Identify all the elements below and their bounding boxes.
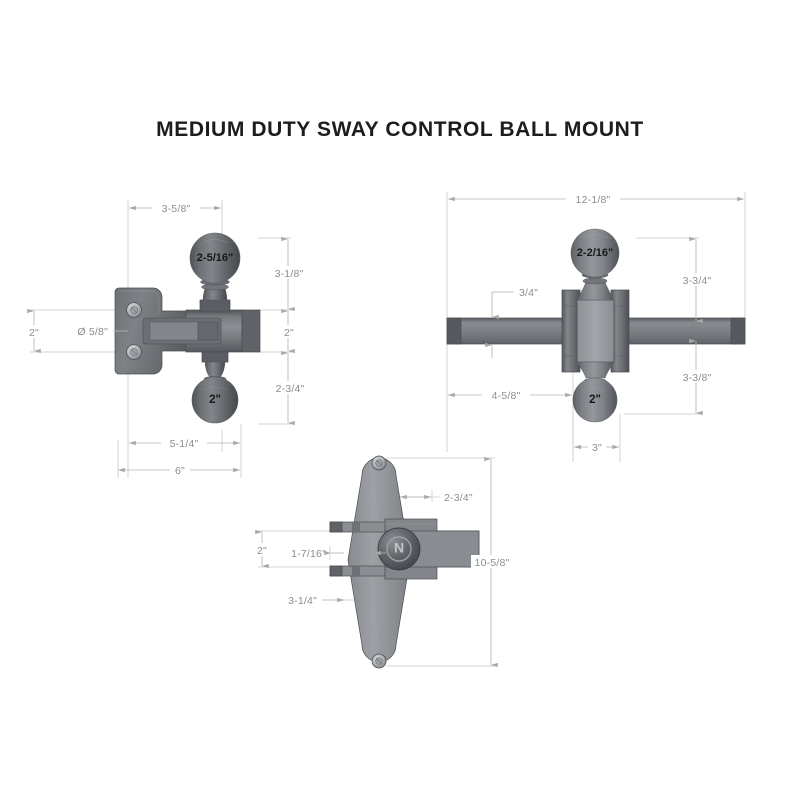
top-dim-2-label: 2" [257,545,267,557]
side-shank-body [142,309,261,353]
front-dim-3-3-8-label: 3-3/8" [683,372,712,384]
front-extension-lines [446,192,746,462]
side-upper-ball: 2-5/16" [189,232,241,313]
page-title: MEDIUM DUTY SWAY CONTROL BALL MOUNT [156,118,644,141]
side-dimension-3-5-8: 3-5/8" [129,201,221,215]
side-dim-6-label: 6" [175,465,185,477]
top-dimension-2-3-4: 2-3/4" [400,492,473,504]
side-dim-3-5-8-label: 3-5/8" [162,203,191,215]
top-dim-10-5-8-label: 10-5/8" [475,557,510,569]
side-elevation-view: 2-5/16" 2" 3-5/8" 3-1/8" [26,200,306,478]
side-dimension-2-left: 2" [26,308,42,354]
side-lower-ball-label: 2" [209,394,221,406]
front-dim-4-5-8-label: 4-5/8" [492,390,521,402]
side-dimension-2-right: 2" [281,308,297,354]
side-dimension-diameter-5-8: Ø 5/8" [77,326,128,338]
top-plan-view: N 2-3/4" 10-5/8" 2" 1-7/16" [254,455,513,669]
top-dimension-2: 2" [254,529,270,569]
front-lower-ball: 2" [572,377,618,423]
front-dim-3-3-4-label: 3-3/4" [683,275,712,287]
top-dim-3-1-4-label: 3-1/4" [288,595,317,607]
side-dim-5-1-4-label: 5-1/4" [170,438,199,450]
front-dim-3-label: 3" [592,442,602,454]
top-dimension-1-7-16: 1-7/16" [291,548,386,560]
front-elevation-view: 2-2/16" 2" 12-1/8" 3-3/4" [446,192,746,462]
front-upper-ball-label: 2-2/16" [577,247,613,259]
front-upper-ball: 2-2/16" [570,228,620,285]
front-dimension-12-1-8: 12-1/8" [448,192,744,206]
front-center-body [576,281,615,379]
bracket-bolt-hole-bottom [371,653,387,669]
side-lower-ball: 2" [191,351,239,424]
side-dim-3-1-8-label: 3-1/8" [275,268,304,280]
front-dim-3-4-label: 3/4" [519,287,538,299]
bracket-bolt-hole-top [371,455,387,471]
front-dimension-3-4-thickness: 3/4" [485,287,538,358]
top-dimension-3-1-4: 3-1/4" [288,595,344,607]
front-dimension-3-3-8: 3-3/8" [681,338,713,416]
front-lower-ball-label: 2" [589,394,601,406]
top-dim-2-3-4-label: 2-3/4" [444,492,473,504]
top-dimension-10-5-8: 10-5/8" [471,456,513,668]
front-dimension-4-5-8: 4-5/8" [448,388,572,402]
plate-bolt-hole-lower [126,344,142,360]
side-dimension-6: 6" [118,463,240,477]
lock-pin: N [377,527,421,571]
lock-pin-logo-icon: N [394,540,404,556]
side-dim-diameter-label: Ø 5/8" [77,326,108,338]
top-dim-1-7-16-label: 1-7/16" [291,548,326,560]
clamp-arm-upper [329,521,389,533]
plate-bolt-hole-upper [126,302,142,318]
side-dimension-5-1-4: 5-1/4" [129,436,240,450]
front-dim-12-1-8-label: 12-1/8" [576,194,611,206]
front-dimension-3-3-4: 3-3/4" [681,236,713,324]
front-dimension-3: 3" [574,440,619,454]
side-dim-2-right-label: 2" [284,327,294,339]
side-dimension-2-3-4: 2-3/4" [274,350,306,426]
side-upper-ball-label: 2-5/16" [197,252,233,264]
side-dimension-3-1-8: 3-1/8" [274,236,304,312]
side-dim-2-3-4-label: 2-3/4" [276,383,305,395]
side-dim-2-left-label: 2" [29,327,39,339]
clamp-arm-lower [329,565,389,577]
